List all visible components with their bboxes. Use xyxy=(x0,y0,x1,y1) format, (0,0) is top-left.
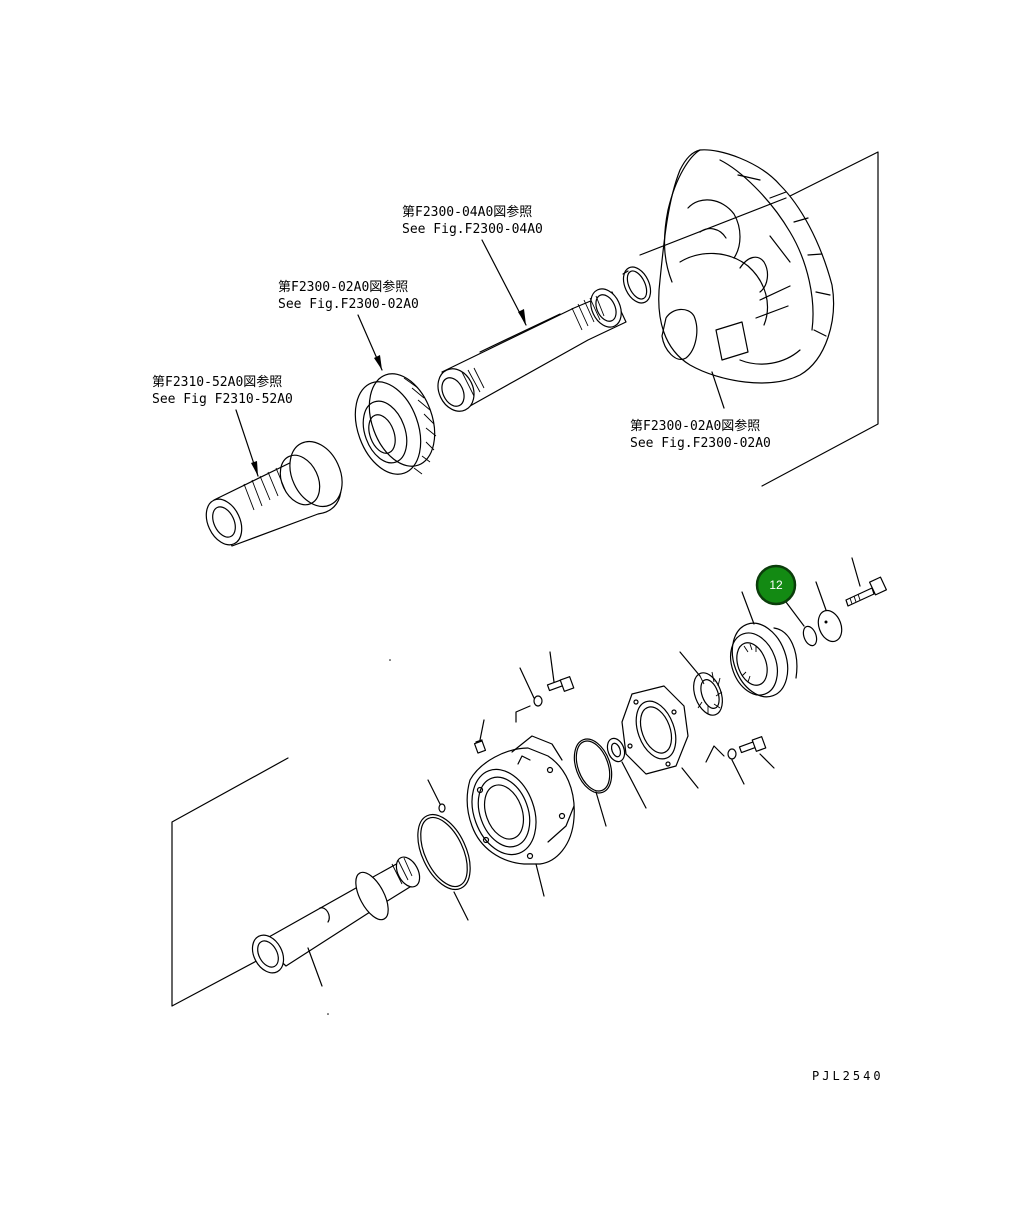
bearing xyxy=(688,669,727,719)
gear xyxy=(343,365,446,484)
output-shaft xyxy=(246,853,424,978)
ref-label-en: See Fig.F2300-02A0 xyxy=(630,436,771,451)
ref-label-en: See Fig.F2300-04A0 xyxy=(402,222,543,237)
ref-label-jp: 第F2300-02A0図参照 xyxy=(630,418,760,434)
ref-label-en: See Fig.F2300-02A0 xyxy=(278,297,419,312)
splined-hub xyxy=(199,433,352,550)
input-shaft xyxy=(431,284,627,417)
breather-plug xyxy=(475,740,486,753)
ref-label-en: See Fig F2310-52A0 xyxy=(152,392,293,407)
snap-ring xyxy=(618,263,656,308)
callout-badge-12[interactable]: 12 xyxy=(755,564,797,606)
o-ring-medium xyxy=(567,734,618,798)
oil-seal xyxy=(604,736,627,764)
long-bolt xyxy=(846,577,886,606)
cover-plate xyxy=(622,686,688,774)
ref-label-jp: 第F2300-04A0図参照 xyxy=(402,204,532,220)
small-o-ring xyxy=(439,804,445,812)
o-ring-large xyxy=(407,806,481,897)
reference-labels: 第F2300-04A0図参照 See Fig.F2300-04A0 第F2300… xyxy=(152,204,771,451)
retainer-housing xyxy=(461,736,574,864)
washer-plate xyxy=(814,607,846,645)
callout-number: 12 xyxy=(769,578,783,592)
o-ring-small xyxy=(801,625,819,648)
lower-leader-lines xyxy=(308,558,860,1015)
drawing-code: PJL2540 xyxy=(812,1069,884,1083)
ref-label-jp: 第F2300-02A0図参照 xyxy=(278,279,408,295)
upper-frame-lines xyxy=(762,152,878,486)
bolt-washer-top xyxy=(534,677,574,706)
coupling-flange xyxy=(722,615,797,704)
transmission-housing xyxy=(640,150,834,383)
lower-frame-lines xyxy=(172,758,326,1006)
bolt-washer-bottom xyxy=(728,737,766,759)
upper-leader-lines xyxy=(236,240,724,476)
ref-label-jp: 第F2310-52A0図参照 xyxy=(152,374,282,390)
